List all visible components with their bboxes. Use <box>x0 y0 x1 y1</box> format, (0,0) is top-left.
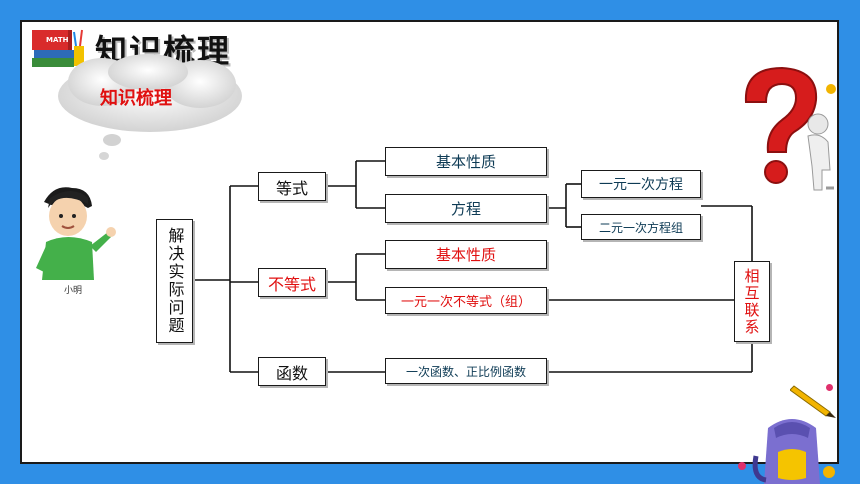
mutual-relation-node: 相互联系 <box>734 261 770 342</box>
branch-function-node: 函数 <box>258 357 326 386</box>
linear-inequality-node: 一元一次不等式（组） <box>385 287 547 314</box>
inequality-basic-properties-node: 基本性质 <box>385 240 547 269</box>
decor-dot <box>823 466 835 478</box>
boy-character-illustration <box>36 187 116 280</box>
equation-basic-properties-node: 基本性质 <box>385 147 547 176</box>
thought-cloud <box>58 54 242 160</box>
question-mark-figure-icon <box>744 66 834 191</box>
character-name: 小明 <box>64 286 83 296</box>
linear-equation-one-variable-node: 一元一次方程 <box>581 170 701 198</box>
equation-node: 方程 <box>385 194 547 223</box>
bottom-band <box>0 464 860 484</box>
decor-dot <box>738 462 746 470</box>
decor-dot <box>826 384 833 391</box>
branch-inequality-node: 不等式 <box>258 268 326 297</box>
svg-text:MATH: MATH <box>46 36 69 44</box>
linear-equation-system-two-variables-node: 二元一次方程组 <box>581 214 701 240</box>
root-node: 解决实际问题 <box>156 219 193 343</box>
book-stack-icon: MATH <box>32 29 84 67</box>
school-bag-icon <box>752 419 820 484</box>
branch-equation-node: 等式 <box>258 172 326 201</box>
linear-function-node: 一次函数、正比例函数 <box>385 358 547 384</box>
pencil-icon <box>790 385 836 418</box>
cloud-label: 知识梳理 <box>100 88 172 109</box>
decor-dot <box>826 84 836 94</box>
